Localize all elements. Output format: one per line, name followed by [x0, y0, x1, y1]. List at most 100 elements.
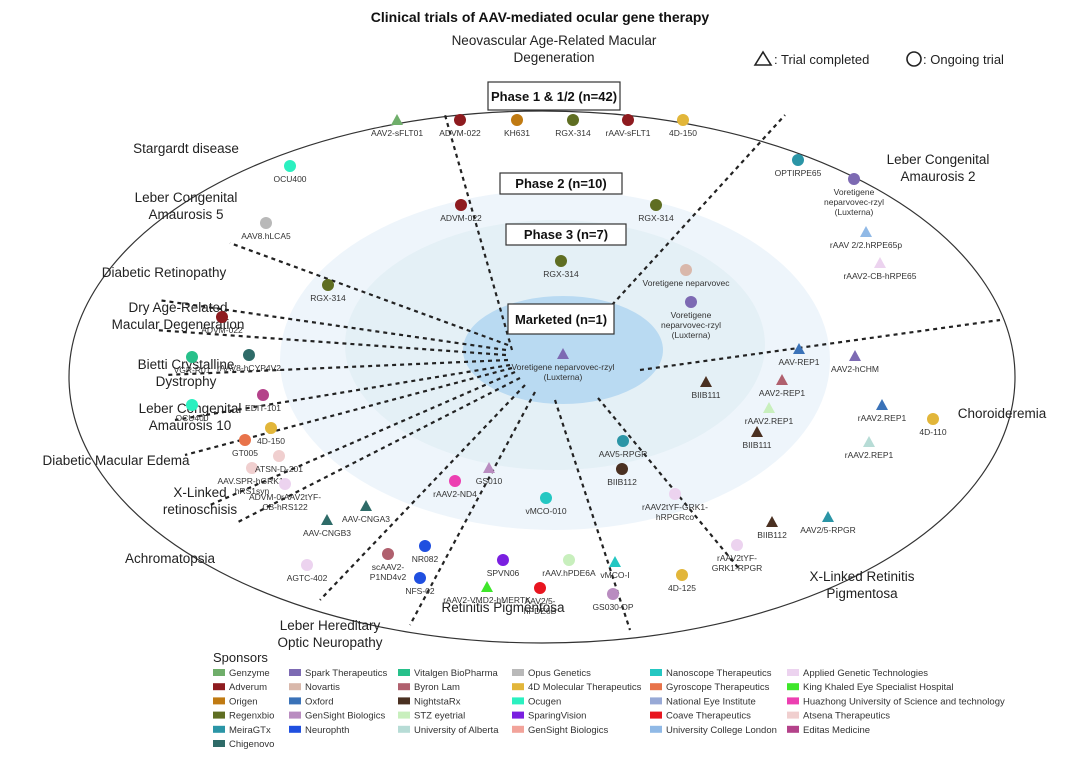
drug-label: vMCO-010	[525, 506, 566, 516]
phase1-label: Phase 1 & 1/2 (n=42)	[491, 89, 617, 104]
trial-marker: SPVN06	[487, 554, 520, 578]
ongoing-circle-icon	[284, 160, 296, 172]
drug-label: AAV-CNGA3	[342, 514, 390, 524]
drug-label: rAAV2-CB-hRPE65	[843, 271, 916, 281]
drug-label: scAAV2-	[372, 562, 405, 572]
sector-divider	[174, 363, 511, 422]
trial-marker: vMCO-I	[600, 556, 630, 580]
completed-triangle-icon	[360, 500, 372, 511]
trial-marker: vMCO-010	[525, 492, 567, 516]
drug-label: OCU400	[273, 174, 306, 184]
legend-swatch	[650, 711, 662, 719]
legend-swatch	[512, 697, 524, 705]
legend-swatch	[787, 697, 799, 705]
drug-label: rAAV2-ND4	[433, 489, 477, 499]
sector-divider	[229, 241, 509, 347]
phase1-box	[487, 81, 621, 111]
drug-label: Voretigene	[834, 187, 875, 197]
disease-label: Leber Hereditary	[280, 618, 381, 633]
trial-marker: GT005	[232, 434, 258, 458]
legend-item: MeiraGTx	[213, 725, 271, 736]
sector-divider	[611, 114, 786, 306]
ongoing-circle-icon	[419, 540, 431, 552]
legend-item: Nanoscope Therapeutics	[650, 668, 772, 679]
completed-triangle-icon	[391, 114, 403, 125]
disease-label: Leber Congenital	[887, 152, 990, 167]
trial-marker: scAAV2-P1ND4v2	[370, 548, 406, 582]
marketed-label: Marketed (n=1)	[515, 312, 607, 327]
disease-label: Choroideremia	[958, 406, 1047, 421]
completed-triangle-icon	[793, 343, 805, 354]
trial-marker: rAAV2tYF-GRK1-hRPGRco	[642, 488, 708, 522]
disease-label: Bietti Crystalline	[138, 357, 235, 372]
trial-marker: RGX-314	[310, 279, 346, 303]
legend-item: University College London	[650, 725, 777, 736]
legend-label: Vitalgen BioPharma	[414, 668, 499, 679]
trial-marker: ADVM-0rAAV2tYF-CB-hRS122	[249, 478, 321, 512]
ongoing-circle-icon	[676, 569, 688, 581]
completed-triangle-icon	[874, 257, 886, 268]
legend-swatch	[787, 669, 799, 676]
ongoing-circle-icon	[246, 462, 258, 474]
status-key: : Trial completed : Ongoing trial	[753, 50, 1004, 67]
ongoing-circle-icon	[257, 389, 269, 401]
ongoing-circle-icon	[669, 488, 681, 500]
legend-item: Genzyme	[213, 668, 270, 679]
trial-marker: rAAV2.REP1	[845, 436, 894, 460]
drug-label: hRS1syn	[235, 486, 270, 496]
drug-label: GS010	[476, 476, 503, 486]
ongoing-circle-icon	[455, 199, 467, 211]
trial-marker: RGX-314	[555, 114, 591, 138]
trial-marker: Voretigene neparvovec-rzyl(Luxterna)	[511, 348, 615, 382]
ongoing-circle-icon	[685, 296, 697, 308]
legend-swatch	[650, 725, 662, 733]
disease-label: Amaurosis 10	[149, 418, 232, 433]
triangle-icon	[753, 50, 773, 66]
trial-marker: ADVM-022	[439, 114, 481, 138]
phase-labels: Phase 1 & 1/2 (n=42) Phase 2 (n=10) Phas…	[487, 81, 627, 335]
legend-swatch	[650, 697, 662, 705]
drug-label: rAAV-sFLT1	[605, 128, 650, 138]
ongoing-circle-icon	[239, 434, 251, 446]
drug-label: 4D-110	[919, 427, 947, 437]
legend-label: Genzyme	[229, 668, 270, 679]
drug-label: AAV8.hLCA5	[241, 231, 291, 241]
disease-labels: Neovascular Age-Related MacularDegenerat…	[42, 33, 1046, 650]
drug-label: AAV2-REP1	[759, 388, 805, 398]
legend-item: Editas Medicine	[787, 725, 870, 736]
completed-triangle-icon	[863, 436, 875, 447]
legend-swatch	[213, 697, 225, 705]
ongoing-circle-icon	[563, 554, 575, 566]
sector-divider	[164, 358, 509, 377]
drug-label: GS030-DP	[592, 602, 633, 612]
drug-label: rAAV.hPDE6A	[542, 568, 596, 578]
completed-triangle-icon	[557, 348, 569, 359]
drug-label: CB-hRS122	[262, 502, 308, 512]
completed-triangle-icon	[700, 376, 712, 387]
trial-marker: AAV2/5-RPGR	[800, 511, 856, 535]
ongoing-circle-icon	[279, 478, 291, 490]
legend-item: Byron Lam	[398, 682, 460, 693]
drug-label: ADVM-0rAAV2tYF-	[249, 492, 321, 502]
trial-marker: KH631	[504, 114, 530, 138]
sector-divider	[154, 328, 507, 357]
trial-marker: rAAV.hPDE6A	[542, 554, 596, 578]
trial-marker: AAV-CNGA3	[342, 500, 390, 524]
legend-label: GenSight Biologics	[528, 725, 609, 736]
legend-swatch	[512, 683, 524, 691]
drug-label: AAV2-hCHM	[831, 364, 879, 374]
legend-label: GenSight Biologics	[305, 711, 386, 722]
disease-label: retinoschisis	[163, 502, 238, 517]
drug-label: Voretigene	[671, 310, 712, 320]
sector-divider	[157, 298, 507, 352]
circle-icon	[906, 51, 922, 67]
legend-item: King Khaled Eye Specialist Hospital	[787, 682, 954, 693]
disease-label: Degeneration	[513, 50, 594, 65]
phase3-box	[505, 223, 627, 246]
drug-label: hRPGRco	[656, 512, 695, 522]
legend-item: Spark Therapeutics	[289, 668, 387, 679]
ongoing-circle-icon	[511, 114, 523, 126]
legend-label: Huazhong University of Science and techn…	[803, 696, 1005, 707]
drug-label: BIIB112	[607, 477, 637, 487]
